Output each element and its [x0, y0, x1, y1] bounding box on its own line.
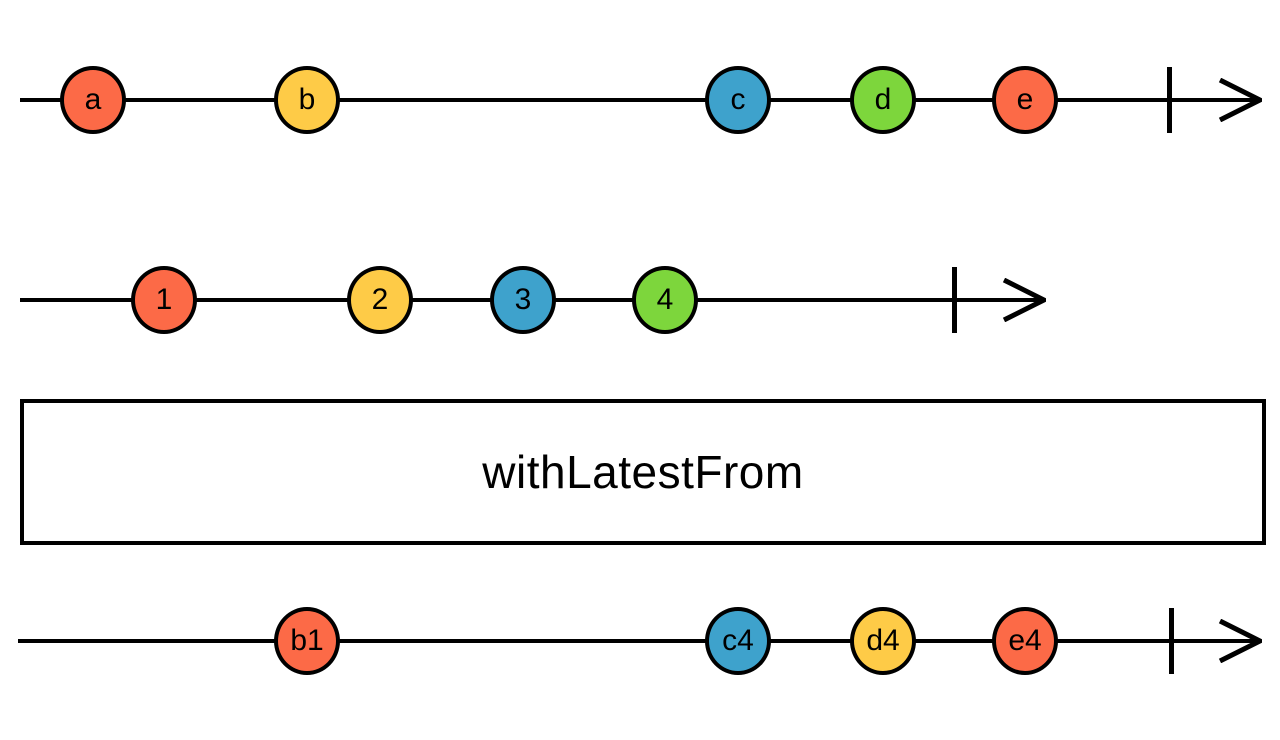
marble-c[interactable]: c — [705, 66, 771, 134]
operator-label: withLatestFrom — [482, 446, 804, 498]
marble-3[interactable]: 3 — [490, 266, 556, 334]
marble-e4: e4 — [992, 607, 1058, 675]
marble-a[interactable]: a — [60, 66, 126, 134]
marble-d4: d4 — [850, 607, 916, 675]
complete-bar[interactable] — [952, 267, 957, 333]
marble-c4: c4 — [705, 607, 771, 675]
complete-bar[interactable] — [1167, 67, 1172, 133]
marble-b1: b1 — [274, 607, 340, 675]
source-stream-timeline: a b c d e — [0, 50, 1280, 150]
complete-bar — [1169, 608, 1174, 674]
latest-from-stream-timeline: 1 2 3 4 — [0, 250, 1280, 350]
arrowhead-icon — [1218, 78, 1262, 122]
marble-2[interactable]: 2 — [347, 266, 413, 334]
arrowhead-icon — [1218, 619, 1262, 663]
marble-e[interactable]: e — [992, 66, 1058, 134]
output-stream-timeline: b1 c4 d4 e4 — [0, 591, 1280, 691]
marble-1[interactable]: 1 — [131, 266, 197, 334]
arrowhead-icon — [1002, 278, 1046, 322]
operator-box: withLatestFrom — [20, 399, 1266, 545]
timeline-line — [20, 98, 1258, 102]
marble-4[interactable]: 4 — [632, 266, 698, 334]
timeline-line — [18, 639, 1258, 643]
marble-d[interactable]: d — [850, 66, 916, 134]
marble-b[interactable]: b — [274, 66, 340, 134]
